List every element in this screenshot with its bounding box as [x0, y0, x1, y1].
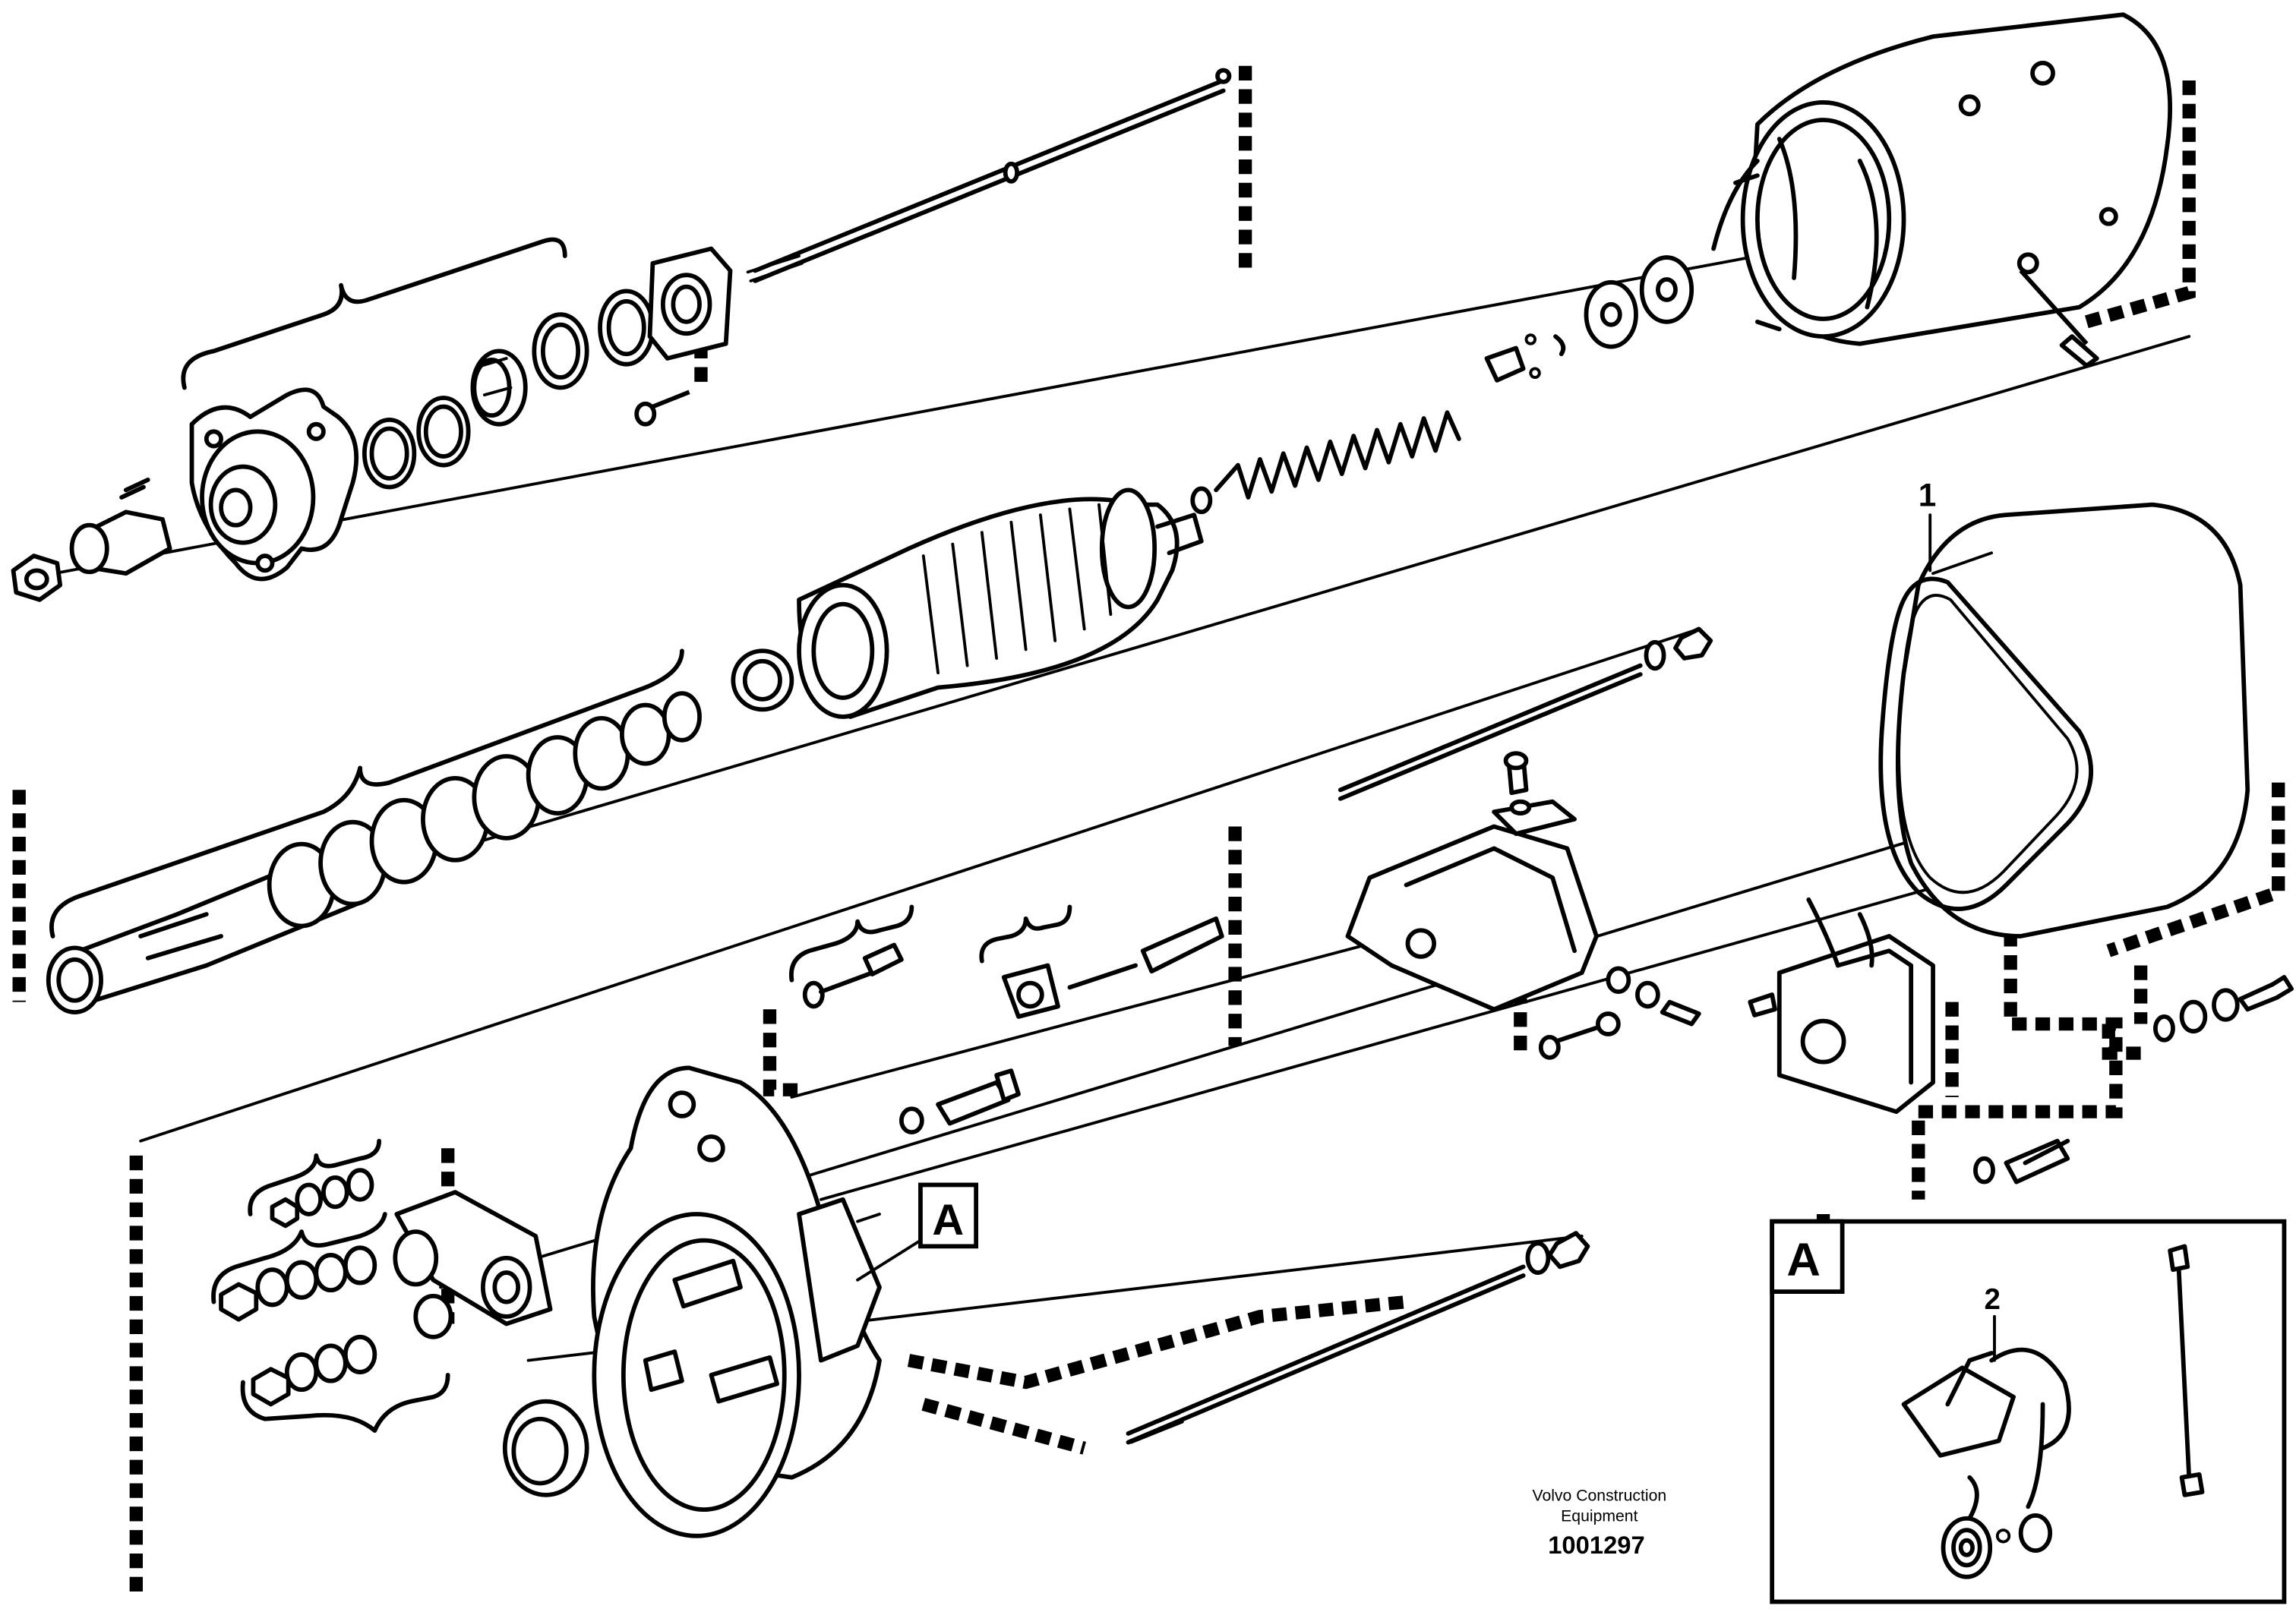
lower-left-hardware — [211, 1138, 553, 1434]
tie-rod-top — [746, 68, 1232, 283]
brush-lead-strap — [2168, 1244, 2205, 1497]
brush-spring-detail — [1901, 1347, 2071, 1553]
drive-end-housing — [189, 387, 359, 582]
coil-spring-detail — [1941, 1475, 1993, 1579]
right-side-fasteners — [1973, 975, 2294, 1185]
small-nut-washer-set — [270, 1168, 374, 1229]
armature-end-bearing — [731, 648, 794, 712]
holding-coil — [1748, 897, 1935, 1115]
clutch-discs — [267, 691, 702, 929]
top-row-parts — [11, 68, 1232, 602]
pinion-gear — [69, 478, 172, 576]
pinion-nut — [11, 554, 63, 602]
end-shield-bushing — [502, 1399, 589, 1497]
mid-nut-washer-set — [219, 1245, 377, 1322]
commutator-end-cover: 1 — [1878, 478, 2250, 938]
brace-small-nuts — [248, 1138, 382, 1216]
detail-inset-box: A 2 — [1770, 1219, 2287, 1604]
top-rings-right — [532, 289, 655, 390]
drawing-number: 1001297 — [1548, 1531, 1644, 1559]
commutator-end-shield — [502, 1065, 882, 1538]
company-name-line1: Volvo Construction — [1532, 1487, 1666, 1505]
callout-item-2: 2 — [1984, 1283, 2000, 1316]
solenoid-fasteners — [1538, 966, 1701, 1060]
solenoid-switch — [1337, 626, 1713, 1012]
connector-link-parts — [789, 904, 1224, 1134]
needle-bearing — [470, 349, 528, 427]
motor-frame-yoke — [1711, 12, 2173, 368]
brace-drive-shaft — [49, 648, 684, 938]
top-seal-rings — [362, 396, 471, 490]
return-spring — [1190, 345, 1526, 515]
company-name-line2: Equipment — [1561, 1508, 1638, 1525]
callout-item-1: 1 — [1919, 478, 1937, 513]
inset-label-a: A — [1786, 1234, 1821, 1286]
brace-connector-right — [979, 904, 1072, 964]
detail-marker-a: A — [856, 1182, 979, 1282]
brace-lower-nuts — [240, 1373, 450, 1434]
brace-mid-nuts — [211, 1212, 387, 1304]
detail-marker-a-label: A — [932, 1196, 964, 1244]
brush-holder-plate — [393, 1190, 553, 1339]
bearing-plate — [647, 246, 733, 361]
drive-shaft-assembly — [46, 648, 702, 1015]
brace-top-left — [181, 237, 567, 390]
through-bolt-lower — [1126, 1231, 1590, 1445]
plate-screw — [634, 390, 690, 427]
brace-connector-left — [789, 904, 914, 983]
lower-nut-washer-set — [251, 1334, 377, 1407]
spring-washers — [1524, 255, 1694, 379]
drawing-footer: Volvo Construction Equipment 1001297 — [1532, 1487, 1666, 1559]
armature — [731, 487, 1204, 719]
